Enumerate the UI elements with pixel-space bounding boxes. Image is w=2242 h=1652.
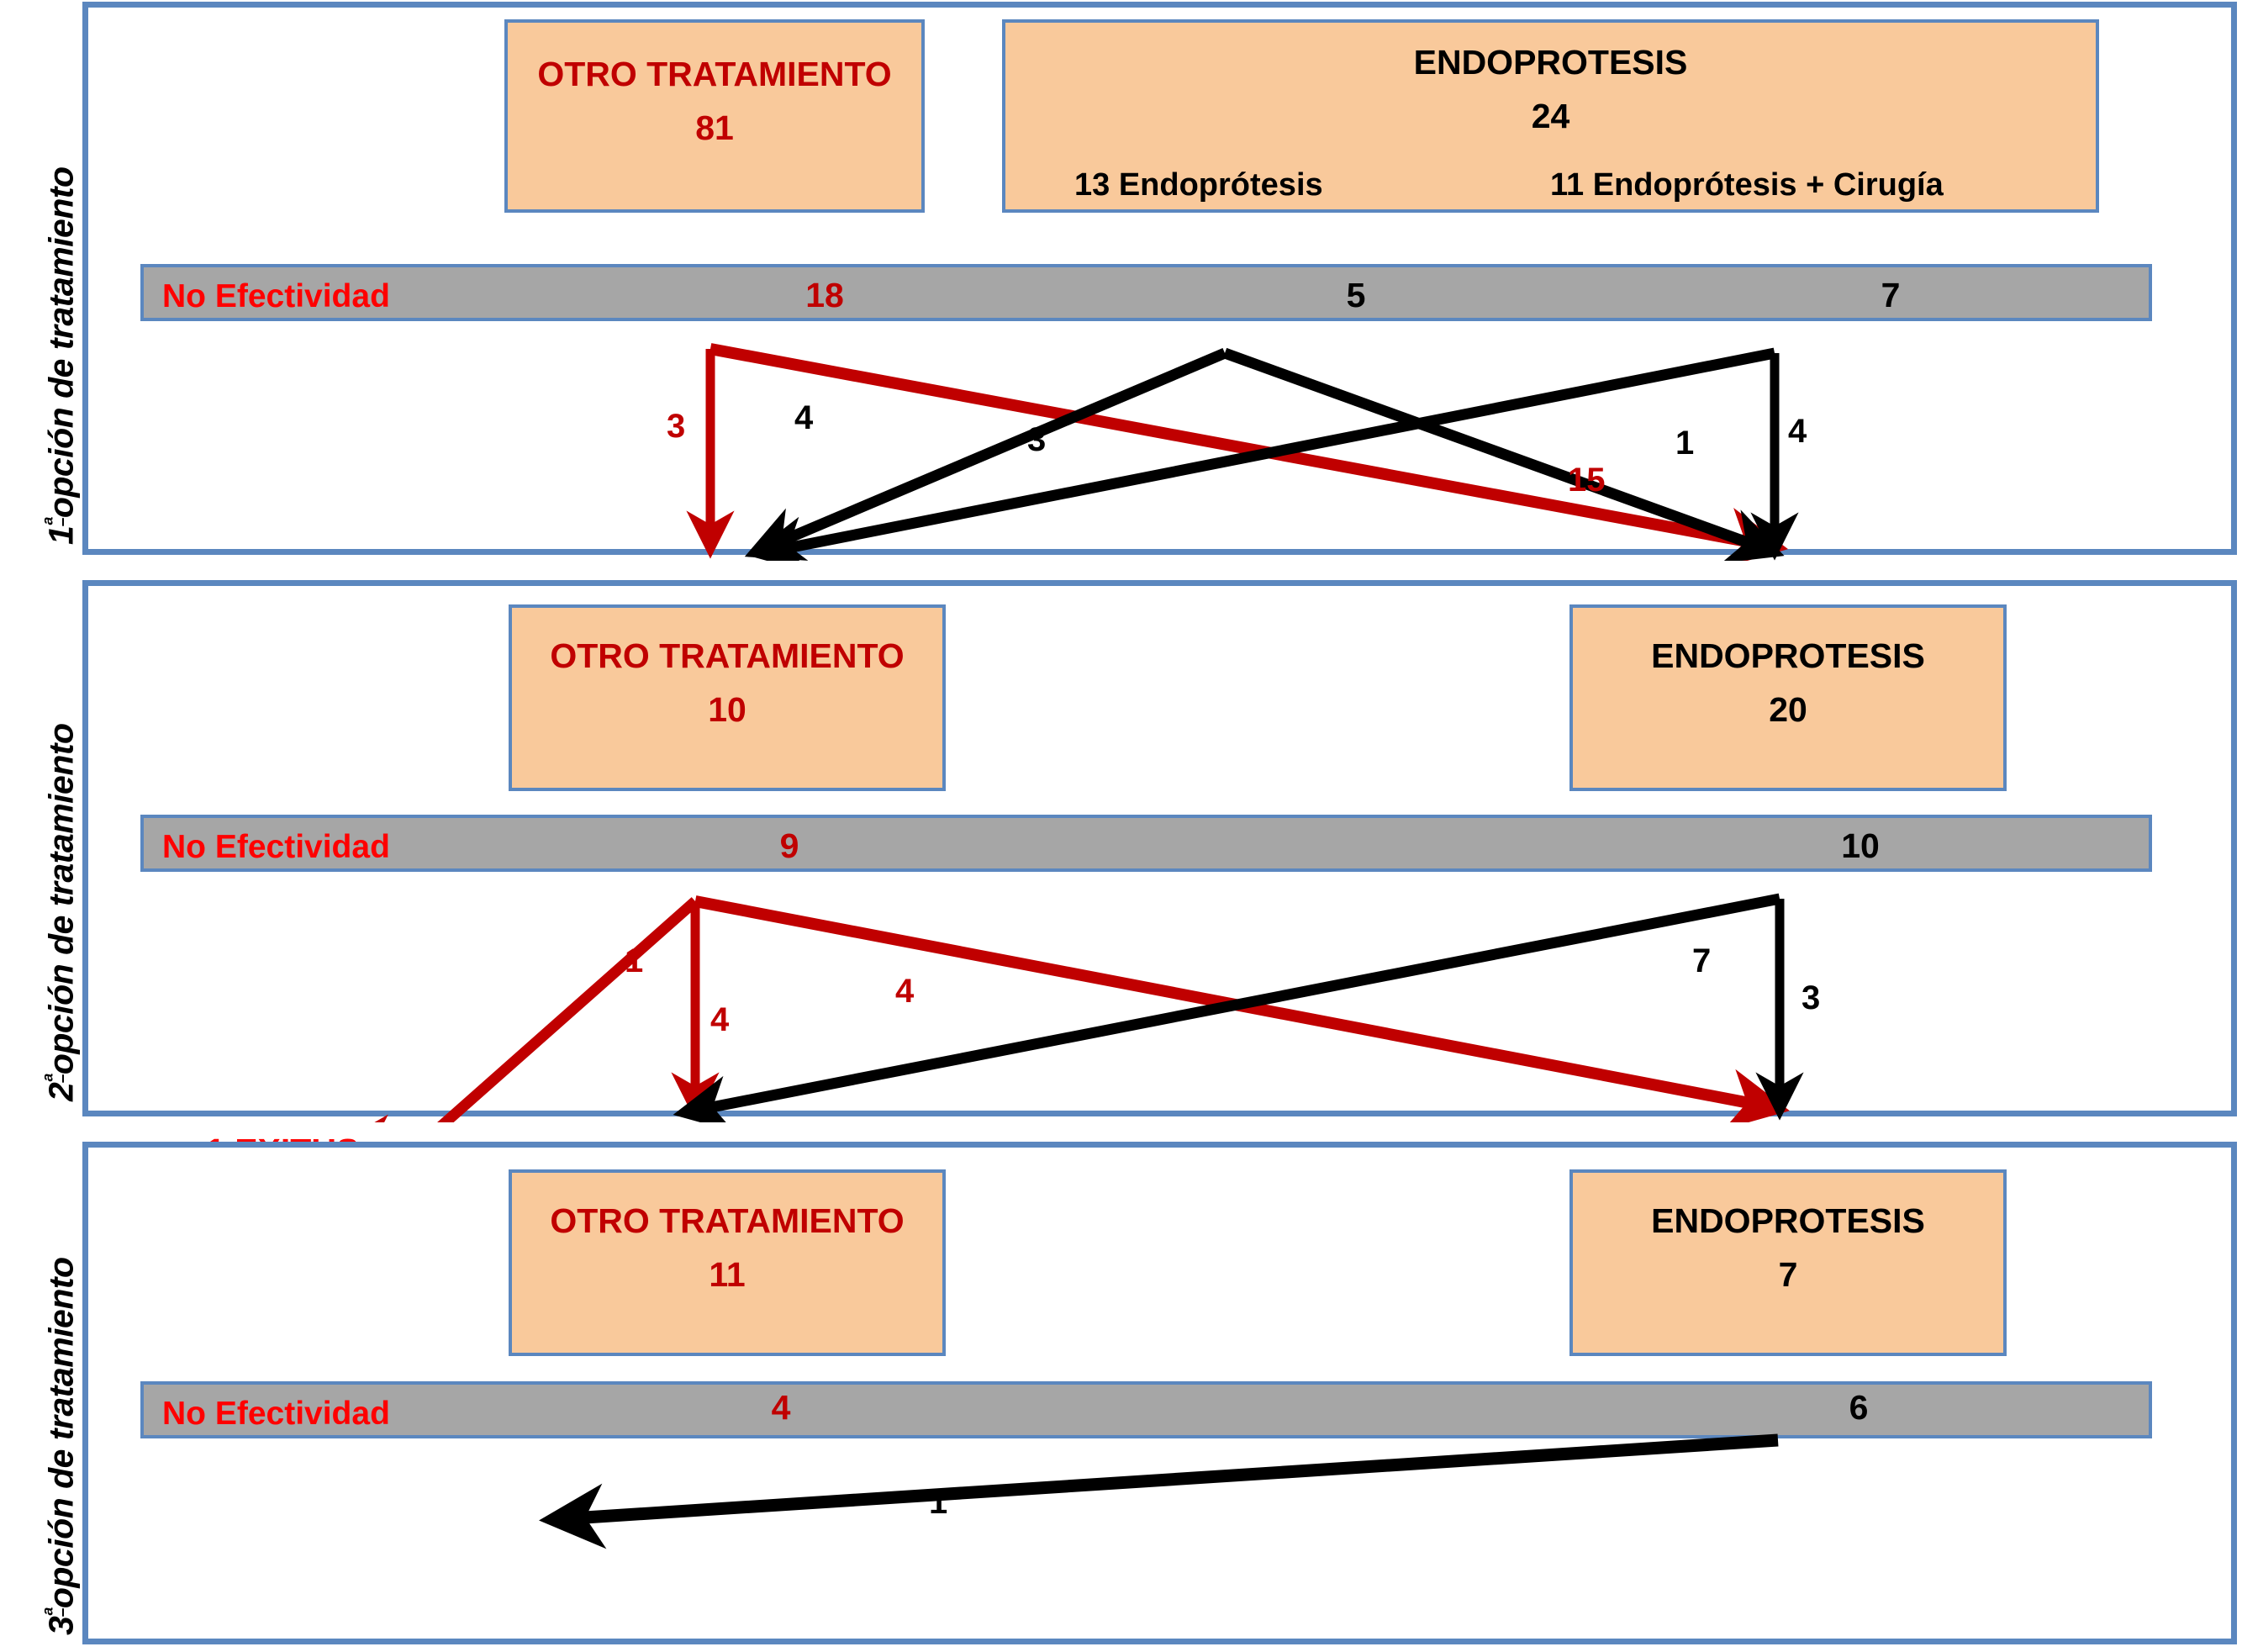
panel3-no-efectividad-value-1: 6 bbox=[1849, 1388, 1869, 1427]
panel2-no-efectividad-value-1: 10 bbox=[1841, 826, 1880, 865]
panel2-no-efectividad-label: No Efectividad bbox=[162, 829, 390, 865]
side-label-panel2-text: opción de tratamiento bbox=[41, 723, 81, 1075]
panel1-arrow-black-7-to-left bbox=[748, 347, 1776, 561]
panel3-otro-tratamiento-count: 11 bbox=[709, 1255, 746, 1294]
panel-second-treatment-option: OTRO TRATAMIENTO 10 ENDOPROTESIS 20 No E… bbox=[82, 580, 2237, 1170]
panel3-endoprotesis-count: 7 bbox=[1778, 1255, 1798, 1294]
side-label-panel1-ordinal: 1 bbox=[41, 525, 81, 545]
panel2-arrow-red-to-exitus bbox=[333, 897, 699, 1122]
panel1-endoprotesis-box[interactable]: ENDOPROTESIS 24 13 Endoprótesis 11 Endop… bbox=[1002, 19, 2099, 213]
panel3-no-efectividad-label: No Efectividad bbox=[162, 1396, 390, 1432]
panel-first-treatment-option: OTRO TRATAMIENTO 81 ENDOPROTESIS 24 13 E… bbox=[82, 2, 2237, 561]
panel2-no-efectividad-bar: No Efectividad 9 10 bbox=[140, 815, 2152, 872]
side-label-panel1-sup: ª bbox=[40, 518, 66, 526]
panel2-otro-tratamiento-box[interactable]: OTRO TRATAMIENTO 10 bbox=[509, 604, 946, 791]
side-label-panel3-ordinal: 3 bbox=[41, 1616, 81, 1635]
side-label-panel2: 2ªopción de tratamiento bbox=[40, 723, 82, 1101]
panel3-otro-tratamiento-box[interactable]: OTRO TRATAMIENTO 11 bbox=[509, 1169, 946, 1356]
panel2-otro-tratamiento-count: 10 bbox=[708, 690, 746, 729]
panel1-arrow-label-15: 15 bbox=[1568, 462, 1606, 499]
panel1-no-efectividad-value-0: 18 bbox=[805, 276, 844, 314]
side-label-panel3: 3ªopción de tratamiento bbox=[40, 1257, 82, 1635]
panel1-arrow-label-4-left: 4 bbox=[794, 399, 814, 436]
panel3-otro-tratamiento-title: OTRO TRATAMIENTO bbox=[550, 1201, 905, 1240]
panel1-arrow-label-4-right: 4 bbox=[1788, 413, 1807, 450]
panel2-no-efectividad-value-0: 9 bbox=[779, 826, 799, 865]
side-label-panel3-text: opción de tratamiento bbox=[41, 1257, 81, 1609]
side-label-panel1-text: opción de tratamiento bbox=[41, 166, 81, 519]
panel1-otro-tratamiento-title: OTRO TRATAMIENTO bbox=[537, 55, 892, 93]
side-label-panel1: 1ªopción de tratamiento bbox=[40, 166, 82, 545]
panel1-arrow-red-diagonal bbox=[709, 343, 1789, 561]
panel1-endoprotesis-subgroup-right: 11 Endoprótesis + Cirugía bbox=[1550, 167, 1944, 203]
panel2-endoprotesis-count: 20 bbox=[1769, 690, 1807, 729]
panel1-arrow-label-3-mid: 3 bbox=[1027, 421, 1047, 458]
panel1-otro-tratamiento-box[interactable]: OTRO TRATAMIENTO 81 bbox=[504, 19, 925, 213]
panel1-endoprotesis-subgroup-left: 13 Endoprótesis bbox=[1074, 167, 1323, 203]
side-label-panel2-sup: ª bbox=[40, 1074, 66, 1083]
panel2-arrow-label-7: 7 bbox=[1692, 942, 1712, 979]
panel1-arrow-label-3-red: 3 bbox=[667, 408, 686, 445]
panel1-arrow-black-5-to-left bbox=[744, 348, 1227, 561]
panel1-no-efectividad-label: No Efectividad bbox=[162, 278, 390, 314]
panel2-arrow-black-to-left bbox=[673, 893, 1781, 1122]
panel3-no-efectividad-bar: No Efectividad 4 6 bbox=[140, 1381, 2152, 1438]
panel3-endoprotesis-box[interactable]: ENDOPROTESIS 7 bbox=[1569, 1169, 2007, 1356]
panel1-otro-tratamiento-count: 81 bbox=[695, 108, 734, 147]
panel3-arrow-black-to-exitus bbox=[539, 1433, 1779, 1549]
panel2-arrow-label-4-diagonal: 4 bbox=[895, 973, 915, 1010]
panel2-arrow-red-diagonal-right bbox=[694, 895, 1791, 1122]
panel-third-treatment-option: OTRO TRATAMIENTO 11 ENDOPROTESIS 7 No Ef… bbox=[82, 1142, 2237, 1644]
panel1-no-efectividad-bar: No Efectividad 18 5 7 bbox=[140, 264, 2152, 321]
panel2-arrow-label-3: 3 bbox=[1802, 979, 1821, 1016]
side-label-panel2-ordinal: 2 bbox=[41, 1082, 81, 1101]
panel3-arrow-label-1: 1 bbox=[929, 1484, 948, 1521]
panel2-arrow-label-4-down: 4 bbox=[710, 1001, 730, 1038]
panel3-endoprotesis-title: ENDOPROTESIS bbox=[1651, 1201, 1925, 1240]
panel1-arrow-label-1: 1 bbox=[1675, 425, 1695, 462]
panel2-arrow-label-1: 1 bbox=[625, 942, 644, 979]
panel2-endoprotesis-title: ENDOPROTESIS bbox=[1651, 636, 1925, 675]
panel3-no-efectividad-value-0: 4 bbox=[771, 1388, 791, 1427]
panel1-endoprotesis-title: ENDOPROTESIS bbox=[1413, 43, 1688, 82]
panel1-no-efectividad-value-2: 7 bbox=[1881, 276, 1901, 314]
panel1-no-efectividad-value-1: 5 bbox=[1346, 276, 1366, 314]
panel1-endoprotesis-count: 24 bbox=[1531, 97, 1570, 135]
side-label-panel3-sup: ª bbox=[40, 1608, 66, 1617]
panel2-endoprotesis-box[interactable]: ENDOPROTESIS 20 bbox=[1569, 604, 2007, 791]
panel2-otro-tratamiento-title: OTRO TRATAMIENTO bbox=[550, 636, 905, 675]
